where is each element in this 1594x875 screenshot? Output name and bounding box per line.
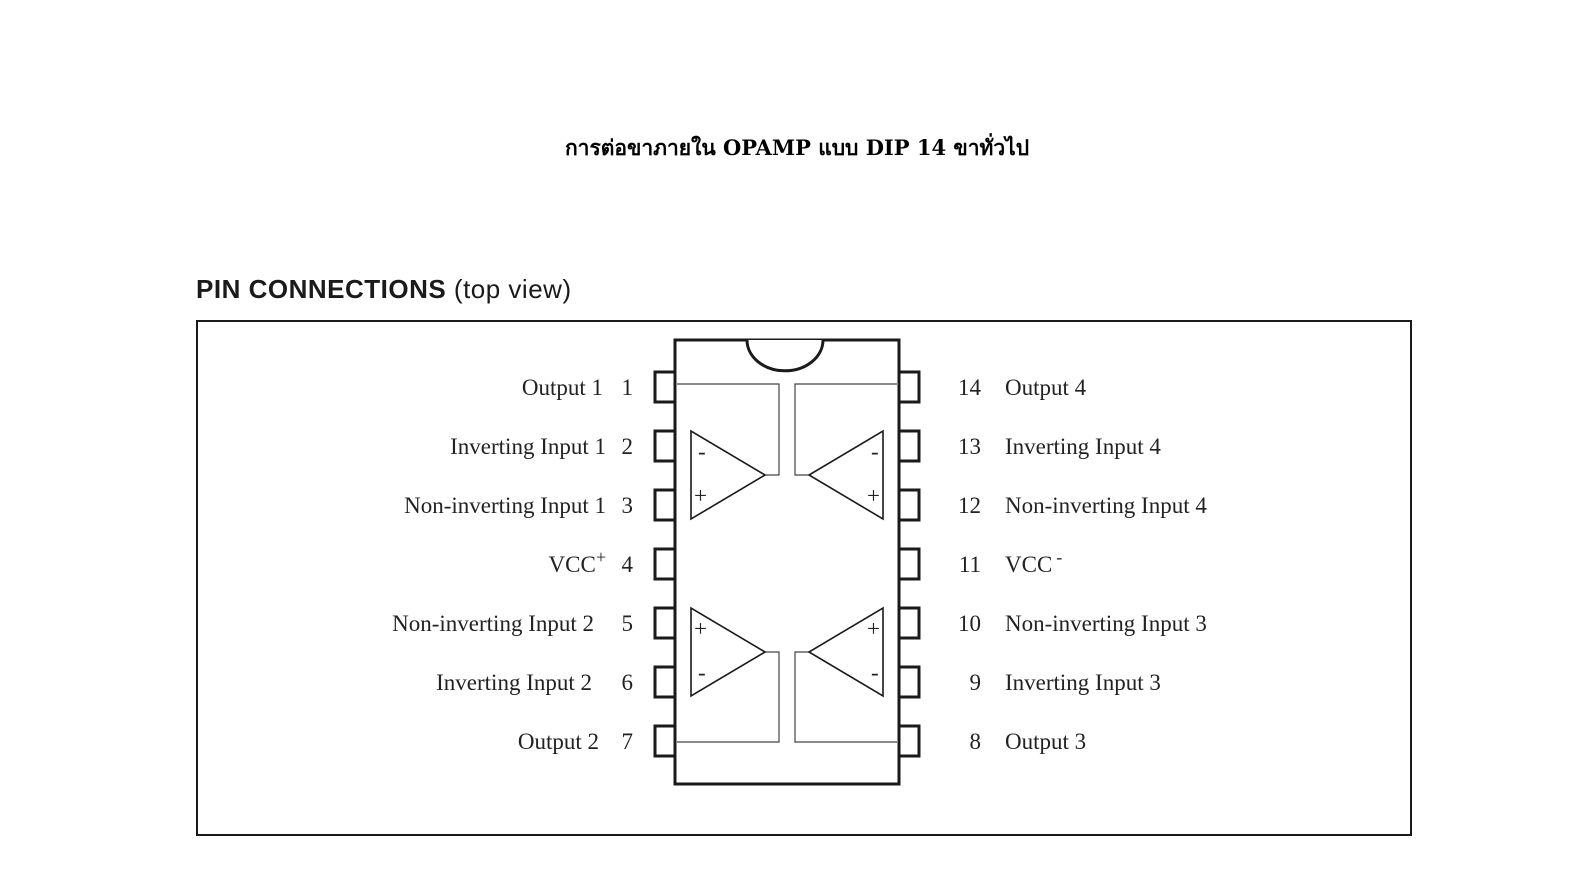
pin-10-label: Non-inverting Input 3 [1005,611,1207,636]
pin-13-number: 13 [958,434,981,459]
pin-5-lead [653,606,677,640]
pin-8-lead [897,724,921,758]
wire-output-2 [677,651,780,743]
pin-1-number: 1 [622,375,634,400]
pin-11-label-text: VCC [1005,552,1052,577]
pin-3-lead [653,488,677,522]
pin-7-lead [653,724,677,758]
pin-7-number: 7 [622,729,634,754]
wire-output-3 [794,651,897,743]
pin-1: 1 Output 1 [522,370,677,404]
pin-6-lead [653,665,677,699]
opamp-3-minus: - [871,660,879,685]
opamp-4-plus: + [867,483,880,508]
pin-10-lead [897,606,921,640]
opamp-3-triangle [807,606,884,698]
pin-2-lead [653,429,677,463]
pin-7-label: Output 2 [518,729,599,754]
pin-11-lead [897,547,921,581]
pin-11: 11 VCC- [897,547,1062,581]
pin-2-label: Inverting Input 1 [450,434,606,459]
pin-11-label: VCC- [1005,547,1062,577]
pin-11-superscript: - [1056,547,1062,567]
pin-13-label: Inverting Input 4 [1005,434,1161,459]
section-heading-view: (top view) [446,274,572,304]
pin-5-number: 5 [622,611,634,636]
pin-12-lead [897,488,921,522]
opamp-1-minus: - [698,439,706,464]
pin-5-label: Non-inverting Input 2 [392,611,594,636]
pin-14: 14 Output 4 [897,370,1087,404]
pin-2-number: 2 [622,434,634,459]
pin-7: 7 Output 2 [518,724,677,758]
pin-9: 9 Inverting Input 3 [897,665,1161,699]
pin-10: 10 Non-inverting Input 3 [897,606,1207,640]
pin-4-label: VCC+ [549,547,606,577]
pin-12-label: Non-inverting Input 4 [1005,493,1207,518]
pin-5: 5 Non-inverting Input 2 [392,606,677,640]
pin-1-label: Output 1 [522,375,603,400]
pin-6-number: 6 [622,670,634,695]
page-title: การต่อขาภายใน OPAMP แบบ DIP 14 ขาทั่วไป [564,135,1030,160]
pin-4-superscript: + [596,547,606,567]
pin-2: 2 Inverting Input 1 [450,429,677,463]
pin-1-lead [653,370,677,404]
pin-14-number: 14 [958,375,982,400]
chip-notch [745,339,825,373]
pin-9-label: Inverting Input 3 [1005,670,1161,695]
pin-12: 12 Non-inverting Input 4 [897,488,1207,522]
pin-10-number: 10 [958,611,981,636]
pin-4-label-text: VCC [549,552,596,577]
pin-6-label: Inverting Input 2 [436,670,592,695]
pin-3-number: 3 [622,493,634,518]
section-heading: PIN CONNECTIONS (top view) [196,274,572,305]
pin-14-lead [897,370,921,404]
pin-4: 4 VCC+ [549,547,677,581]
opamp-1-triangle [690,429,767,521]
wire-output-4 [794,383,897,476]
chip-body [673,338,901,786]
pin-13: 13 Inverting Input 4 [897,429,1161,463]
opamp-3-plus: + [867,616,880,641]
pin-3-label: Non-inverting Input 1 [404,493,606,518]
pin-8-number: 8 [970,729,982,754]
opamp-2-triangle [690,606,767,698]
pin-8: 8 Output 3 [897,724,1086,758]
pin-13-lead [897,429,921,463]
pin-11-number: 11 [959,552,981,577]
pin-3: 3 Non-inverting Input 1 [404,488,677,522]
pin-8-label: Output 3 [1005,729,1086,754]
opamp-1-plus: + [694,483,707,508]
pin-12-number: 12 [958,493,981,518]
opamp-4-minus: - [871,439,879,464]
wire-output-1 [677,383,780,476]
diagram-frame [196,320,1412,836]
opamp-2-plus: + [694,616,707,641]
pin-14-label: Output 4 [1005,375,1087,400]
section-heading-bold: PIN CONNECTIONS [196,274,447,304]
opamp-4-triangle [807,429,884,521]
pin-9-lead [897,665,921,699]
pin-4-lead [653,547,677,581]
pin-9-number: 9 [970,670,982,695]
pin-4-number: 4 [622,552,634,577]
opamp-2-minus: - [698,660,706,685]
pin-6: 6 Inverting Input 2 [436,665,677,699]
